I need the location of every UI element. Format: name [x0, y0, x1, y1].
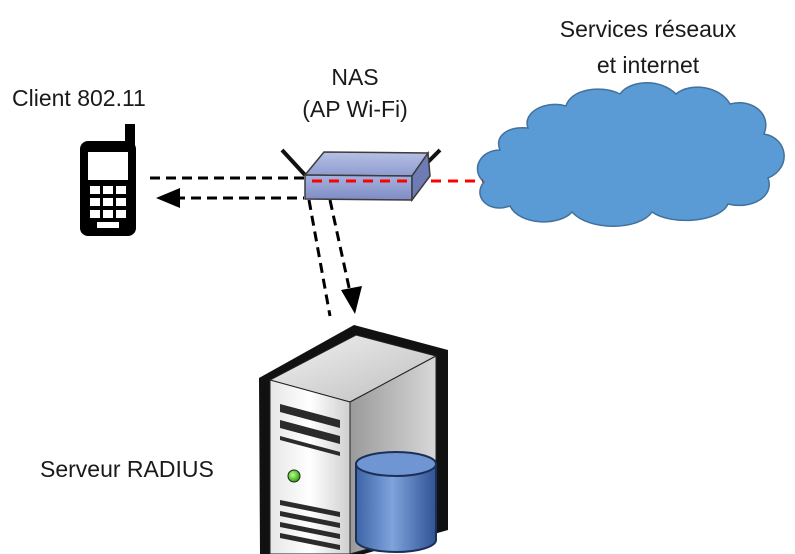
- cloud-label: Services réseaux: [560, 16, 737, 42]
- radius-label: Serveur RADIUS: [40, 456, 214, 482]
- nas-sublabel: (AP Wi-Fi): [302, 96, 408, 122]
- arrowhead-to-radius: [341, 286, 362, 314]
- cloud-icon: [476, 82, 785, 227]
- database-icon: [355, 451, 437, 553]
- server-led: [287, 469, 301, 483]
- mobile-phone-icon: [80, 124, 136, 236]
- link-client-nas: [150, 176, 304, 208]
- access-point-icon: [280, 148, 442, 203]
- cloud-shape: [476, 82, 785, 227]
- cloud-sublabel: et internet: [597, 52, 700, 78]
- link-nas-radius: [307, 199, 362, 317]
- nas-label: NAS: [331, 64, 378, 90]
- arrowhead-to-client: [156, 188, 180, 208]
- client-label: Client 802.11: [12, 85, 146, 111]
